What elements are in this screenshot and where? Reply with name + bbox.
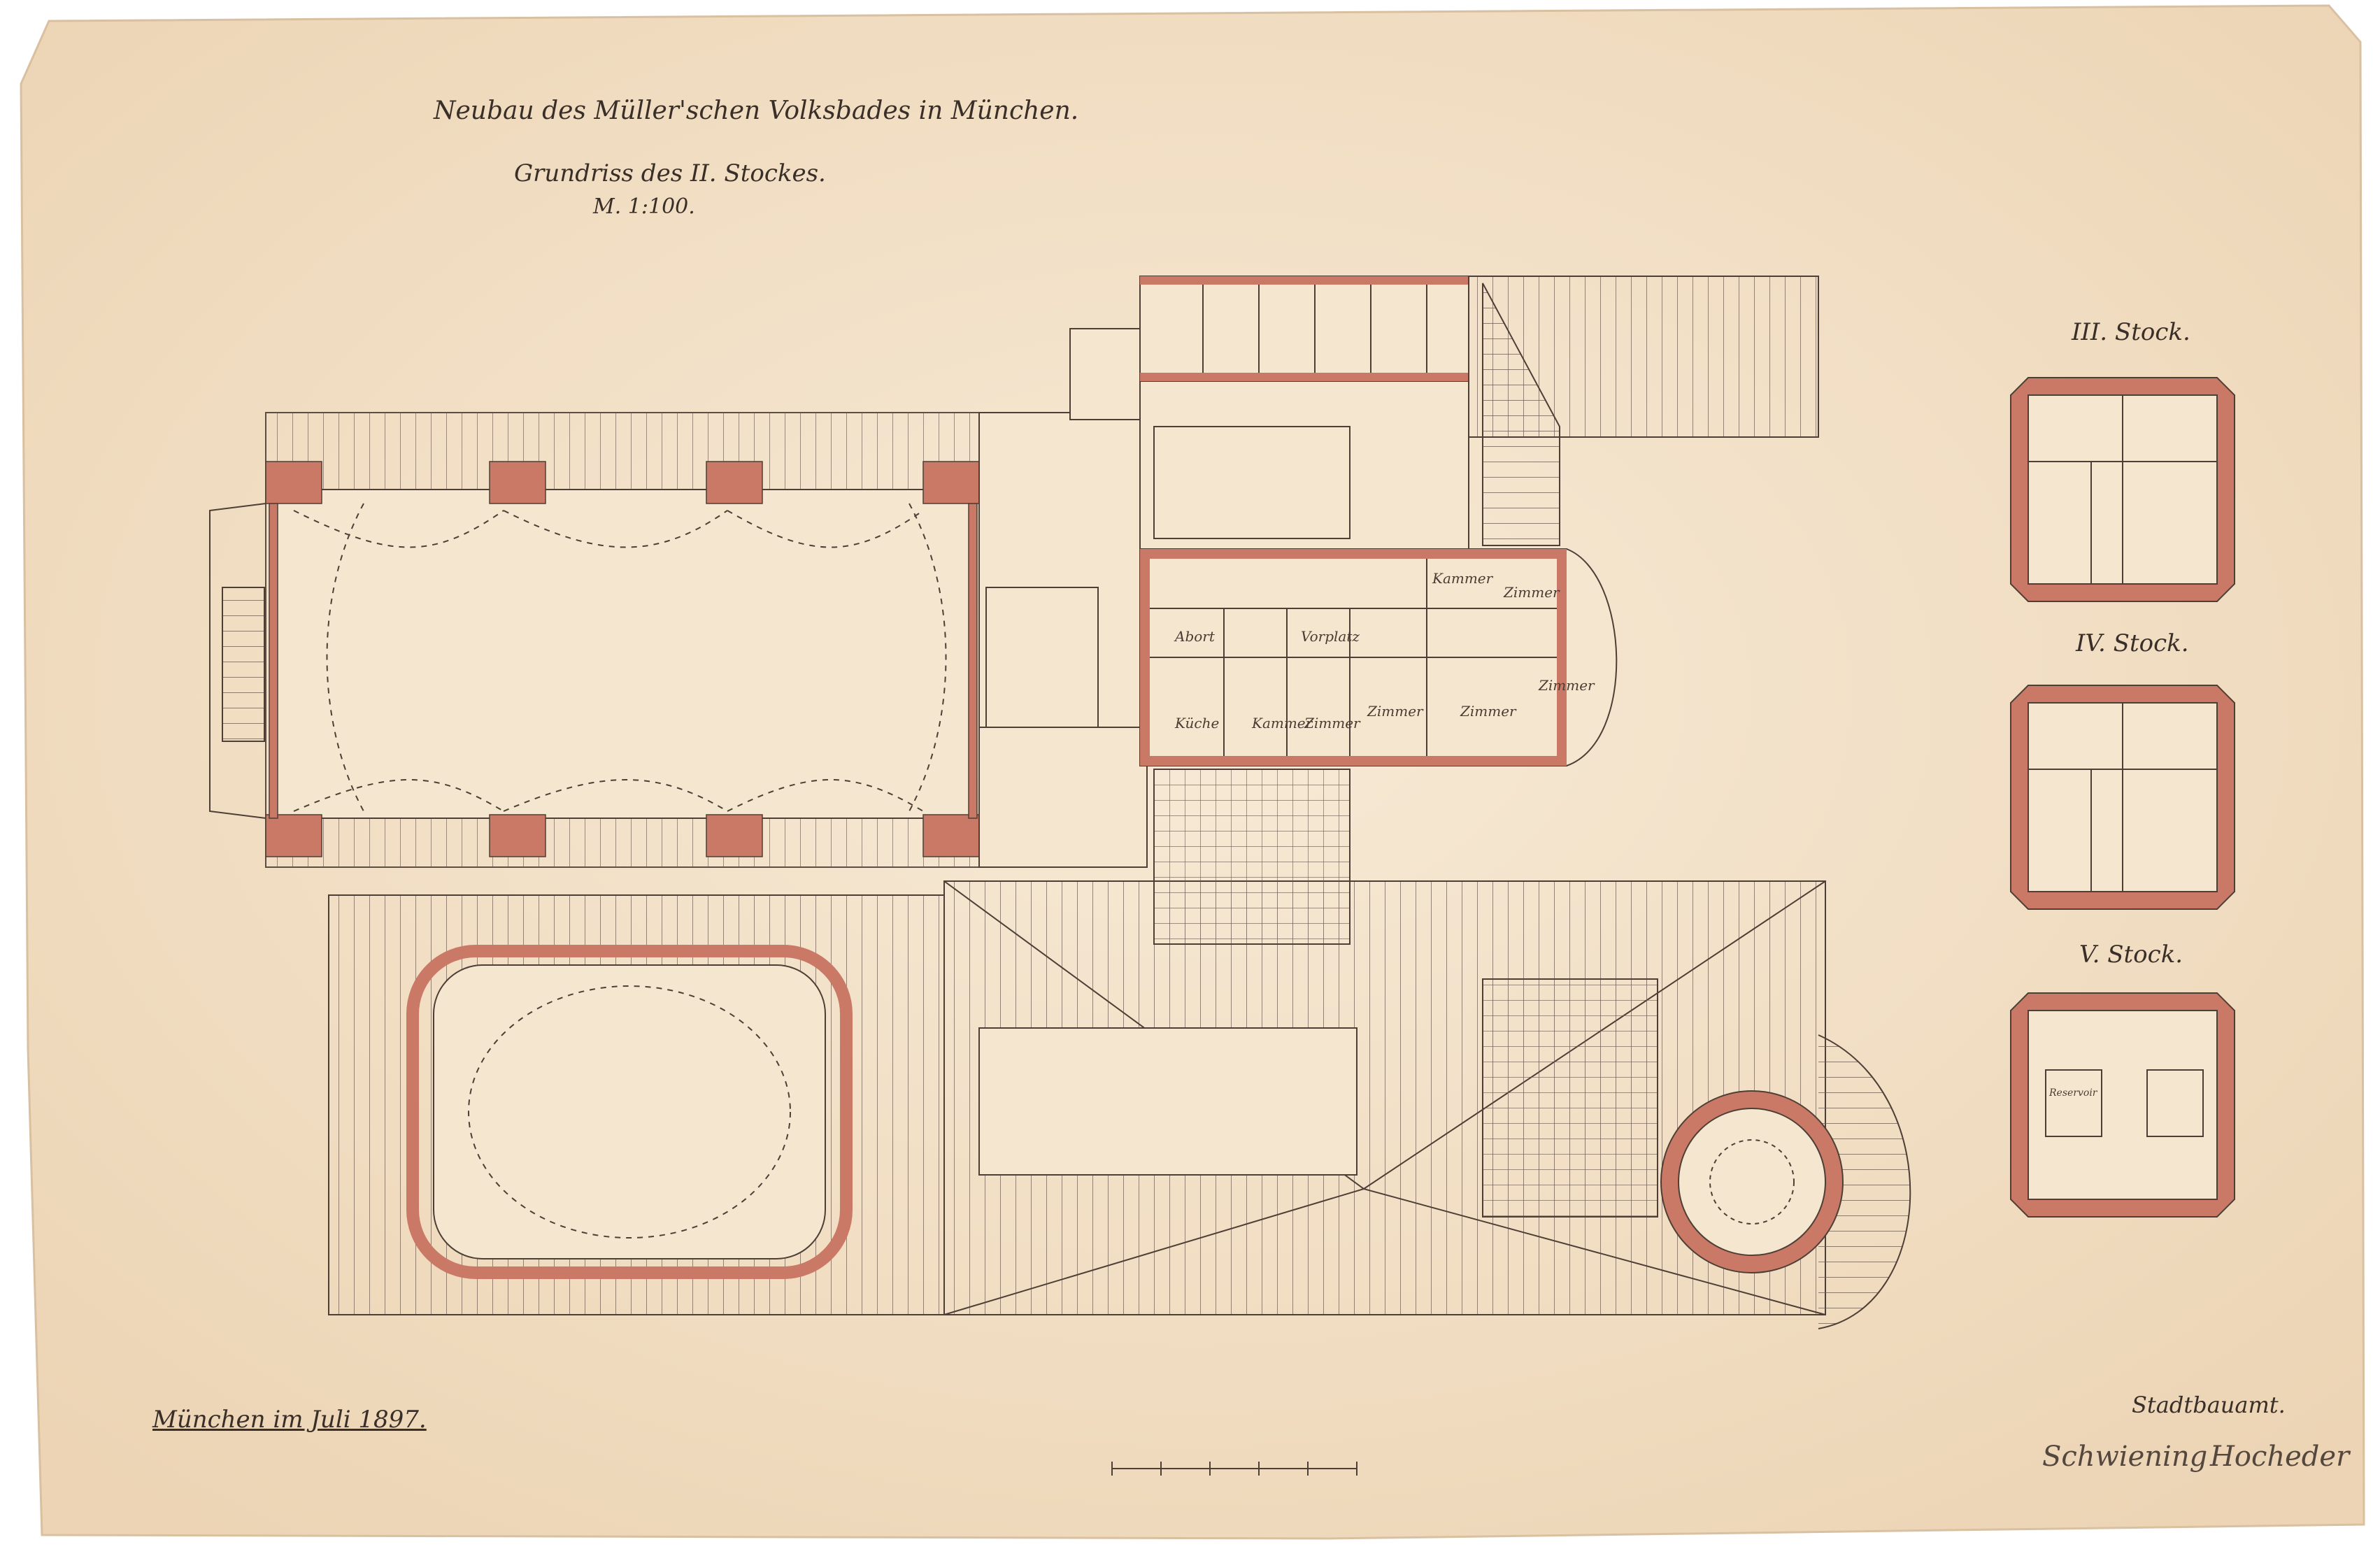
apartment-walls [1140, 549, 1567, 766]
apartment [1139, 548, 1618, 766]
floor-label-5: V. Stock. [2079, 941, 2183, 969]
pool-hall [328, 894, 945, 1315]
room-zimmer-1: Zimmer [1504, 584, 1560, 601]
room-abort: Abort [1175, 628, 1215, 645]
upper-floor-plan-4 [2010, 685, 2235, 910]
floor-label-3: III. Stock. [2072, 318, 2190, 346]
north-cells [1139, 276, 1469, 550]
place-date: München im Juli 1897. [152, 1406, 427, 1434]
room-zimmer-3: Zimmer [1304, 715, 1360, 731]
upper-floor-plan-5 [2010, 992, 2235, 1218]
drawing-title: Neubau des Müller'schen Volksbades in Mü… [434, 97, 1079, 125]
west-apse [209, 503, 266, 819]
room-zimmer-5: Zimmer [1460, 703, 1516, 720]
upper-floor-plan-3 [2010, 377, 2235, 602]
west-hall [265, 412, 987, 868]
north-east-roof [1468, 276, 1819, 546]
central-block [978, 328, 1155, 868]
floor-label-4: IV. Stock. [2076, 629, 2189, 657]
main-roof [943, 769, 1826, 1315]
west-hall-piers [265, 461, 980, 857]
drawing-scale: M. 1:100. [593, 194, 695, 219]
north-cells-walls [1140, 276, 1469, 381]
drawing-subtitle: Grundriss des II. Stockes. [514, 159, 826, 187]
room-zimmer-2: Zimmer [1539, 677, 1595, 694]
room-kueche: Küche [1175, 715, 1220, 731]
office-stamp: Stadtbauamt. [2132, 1392, 2286, 1418]
signature-1: Schwiening [2042, 1441, 2208, 1473]
round-tower [1660, 1034, 1911, 1329]
signature-2: Hocheder [2210, 1441, 2350, 1473]
room-kammer: Kammer [1252, 715, 1313, 731]
room-vorplatz: Vorplatz [1301, 628, 1360, 645]
scale-bar [1111, 1462, 1358, 1476]
room-zimmer-4: Zimmer [1367, 703, 1423, 720]
room-kammer-top: Kammer [1432, 570, 1493, 587]
room-reservoir: Reservoir [2049, 1087, 2097, 1099]
